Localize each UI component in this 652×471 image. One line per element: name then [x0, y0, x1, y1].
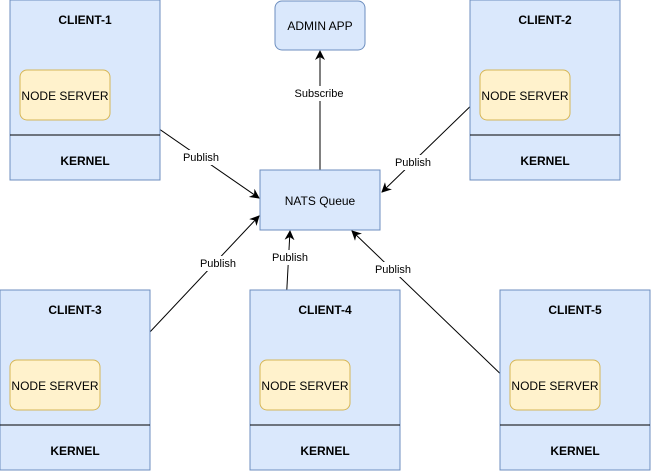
edge-label-bg [291, 86, 347, 101]
nats-queue-label: NATS Queue [285, 194, 356, 208]
client-4-kernel-label: KERNEL [300, 444, 349, 458]
client-1-node-server-label: NODE SERVER [21, 89, 108, 103]
client-2-node-server-label: NODE SERVER [481, 89, 568, 103]
edge-client-2-publish [381, 95, 482, 193]
client-1-kernel-label: KERNEL [60, 154, 109, 168]
client-3-node-server-box[interactable] [9, 359, 101, 411]
nats-queue-node[interactable]: NATS Queue [259, 169, 381, 231]
client-3-title: CLIENT-3 [48, 303, 102, 317]
client-4-title: CLIENT-4 [298, 303, 352, 317]
edge-label-client-5: Publish [375, 264, 411, 276]
edge-label-bg [197, 256, 239, 271]
client-5-node-server-label: NODE SERVER [511, 379, 598, 393]
admin-app-node[interactable]: ADMIN APP [274, 0, 366, 51]
edge-label-client-4: Publish [272, 252, 308, 264]
client-2-title: CLIENT-2 [518, 13, 572, 27]
client-4-node-server-label: NODE SERVER [261, 379, 348, 393]
nats-queue-box [259, 169, 381, 231]
client-5-title: CLIENT-5 [548, 303, 602, 317]
client-5-node-server-box[interactable] [509, 359, 601, 411]
client-2-group[interactable]: CLIENT-2 NODE SERVER KERNEL [469, 0, 621, 181]
edge-label-subscribe: Subscribe [295, 88, 344, 100]
client-1-group[interactable]: CLIENT-1 NODE SERVER KERNEL [9, 0, 161, 181]
client-1-title: CLIENT-1 [58, 13, 112, 27]
edge-label-bg [372, 262, 414, 277]
client-2-kernel-label: KERNEL [520, 154, 569, 168]
client-5-kernel-label: KERNEL [550, 444, 599, 458]
client-3-kernel-label: KERNEL [50, 444, 99, 458]
admin-app-box [274, 0, 366, 51]
client-3-group[interactable]: CLIENT-3 NODE SERVER KERNEL [0, 289, 151, 471]
edge-label-bg [392, 155, 434, 170]
client-5-group[interactable]: CLIENT-5 NODE SERVER KERNEL [499, 289, 651, 471]
client-4-node-server-box[interactable] [259, 359, 351, 411]
client-3-node-server-label: NODE SERVER [11, 379, 98, 393]
edge-label-client-2: Publish [395, 157, 431, 169]
client-1-node-server-box[interactable] [19, 69, 111, 121]
edge-client-5-publish [351, 230, 512, 385]
client-2-node-server-box[interactable] [479, 69, 571, 121]
edge-label-bg [269, 250, 311, 265]
edge-labels-layer: Publish Publish Publish Publish Publish … [180, 86, 434, 277]
edge-label-client-3: Publish [200, 258, 236, 270]
edge-label-client-1: Publish [183, 152, 219, 164]
edge-label-bg [180, 150, 222, 165]
client-4-group[interactable]: CLIENT-4 NODE SERVER KERNEL [249, 289, 401, 471]
admin-app-label: ADMIN APP [287, 19, 352, 33]
